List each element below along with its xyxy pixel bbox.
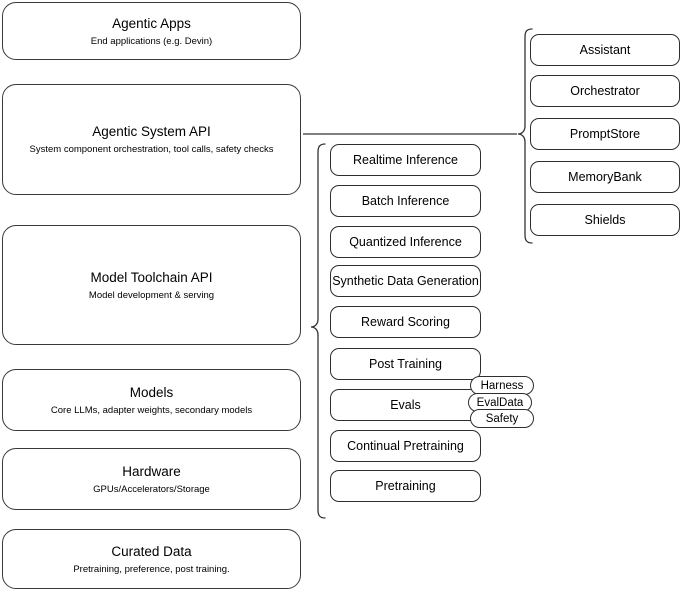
pill-shields[interactable]: Shields bbox=[530, 204, 680, 236]
pill-assistant[interactable]: Assistant bbox=[530, 34, 680, 66]
layer-subtitle: Model development & serving bbox=[88, 289, 215, 301]
connector-line-system-api bbox=[303, 132, 517, 136]
layer-box-agentic-system-api[interactable]: Agentic System API System component orch… bbox=[2, 84, 301, 195]
layer-title: Models bbox=[129, 384, 174, 400]
layer-title: Model Toolchain API bbox=[90, 269, 213, 285]
layer-box-model-toolchain-api[interactable]: Model Toolchain API Model development & … bbox=[2, 225, 301, 345]
pill-pretraining[interactable]: Pretraining bbox=[330, 470, 481, 502]
layer-title: Hardware bbox=[122, 463, 181, 479]
layer-subtitle: Pretraining, preference, post training. bbox=[73, 563, 230, 575]
pill-evals-safety[interactable]: Safety bbox=[470, 409, 534, 428]
bracket-system-components bbox=[517, 28, 533, 244]
layer-subtitle: End applications (e.g. Devin) bbox=[90, 35, 213, 47]
pill-continual-pretraining[interactable]: Continual Pretraining bbox=[330, 430, 481, 462]
bracket-toolchain-components bbox=[310, 143, 326, 519]
pill-evals[interactable]: Evals bbox=[330, 389, 481, 421]
layer-subtitle: Core LLMs, adapter weights, secondary mo… bbox=[50, 404, 253, 416]
pill-post-training[interactable]: Post Training bbox=[330, 348, 481, 380]
pill-quantized-inference[interactable]: Quantized Inference bbox=[330, 226, 481, 258]
layer-box-hardware[interactable]: Hardware GPUs/Accelerators/Storage bbox=[2, 448, 301, 510]
pill-batch-inference[interactable]: Batch Inference bbox=[330, 185, 481, 217]
pill-reward-scoring[interactable]: Reward Scoring bbox=[330, 306, 481, 338]
pill-realtime-inference[interactable]: Realtime Inference bbox=[330, 144, 481, 176]
pill-synthetic-data-generation[interactable]: Synthetic Data Generation bbox=[330, 265, 481, 297]
pill-orchestrator[interactable]: Orchestrator bbox=[530, 75, 680, 107]
layer-title: Agentic System API bbox=[92, 124, 211, 139]
pill-evals-evaldata[interactable]: EvalData bbox=[468, 393, 532, 412]
pill-promptstore[interactable]: PromptStore bbox=[530, 118, 680, 150]
pill-memorybank[interactable]: MemoryBank bbox=[530, 161, 680, 193]
layer-box-agentic-apps[interactable]: Agentic Apps End applications (e.g. Devi… bbox=[2, 2, 301, 60]
layer-title: Agentic Apps bbox=[112, 15, 191, 31]
layer-subtitle: System component orchestration, tool cal… bbox=[29, 144, 274, 155]
layer-box-curated-data[interactable]: Curated Data Pretraining, preference, po… bbox=[2, 529, 301, 589]
layer-subtitle: GPUs/Accelerators/Storage bbox=[93, 483, 210, 495]
layer-box-models[interactable]: Models Core LLMs, adapter weights, secon… bbox=[2, 369, 301, 431]
layer-title: Curated Data bbox=[111, 543, 192, 559]
